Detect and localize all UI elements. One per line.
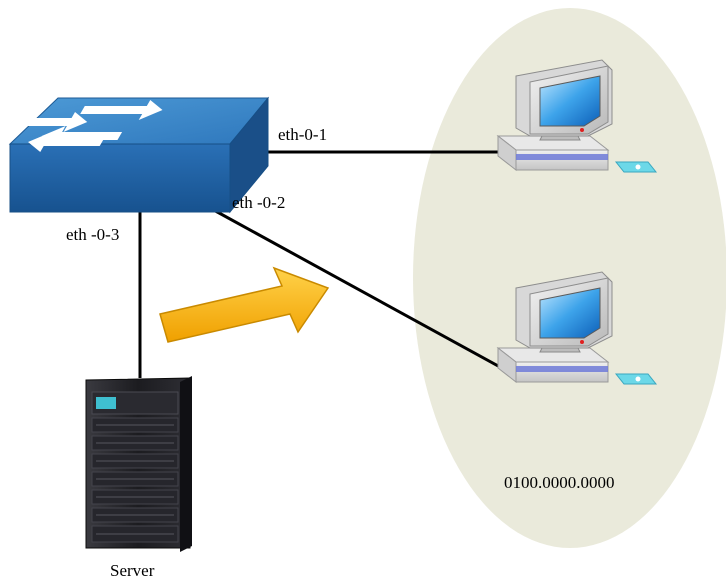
traffic-direction-arrow-icon (159, 266, 330, 343)
port-label-eth-0-3: eth -0-3 (66, 225, 120, 244)
port-label-eth-0-1: eth-0-1 (278, 125, 328, 144)
link-eth-0-2 (209, 206, 521, 380)
server-tower-icon (85, 376, 192, 552)
mac-address-label: 0100.0000.0000 (504, 473, 615, 492)
port-label-eth-0-2: eth -0-2 (232, 193, 286, 212)
server-label: Server (110, 561, 155, 580)
network-switch-icon (8, 96, 270, 214)
